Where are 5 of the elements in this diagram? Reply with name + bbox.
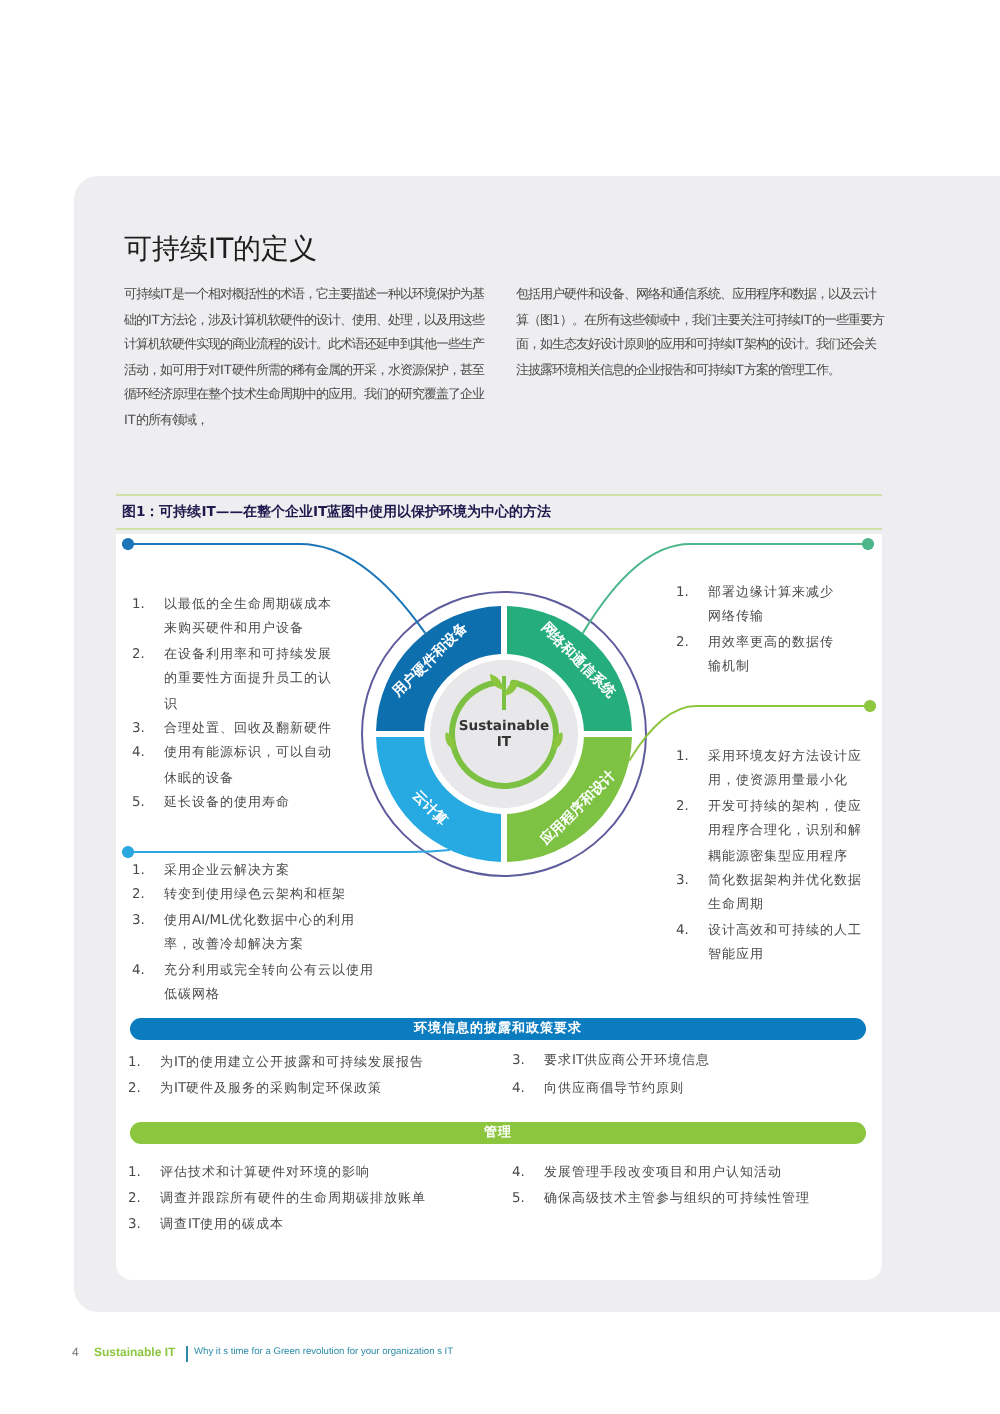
leader-line (121, 537, 427, 635)
leader-line (121, 845, 451, 859)
leader-line (628, 699, 877, 762)
page-heading: 可持续IT的定义 (124, 232, 318, 268)
leader-line (581, 537, 875, 635)
